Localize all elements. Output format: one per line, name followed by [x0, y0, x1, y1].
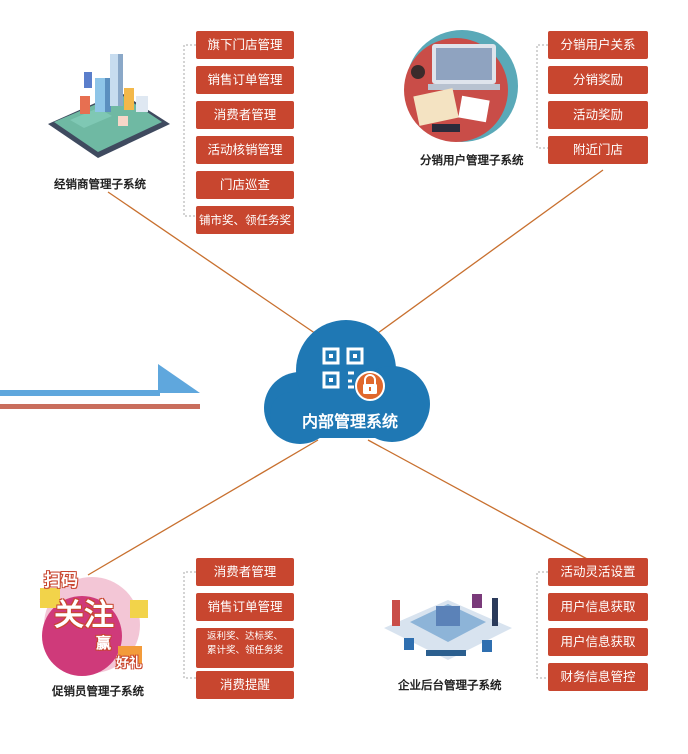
promoter-subsystem-title: 促销员管理子系统 — [52, 684, 144, 698]
promoter-reward-line-1: 返利奖、达标奖、 — [206, 631, 283, 642]
promoter-promo-illustration — [40, 577, 148, 676]
lock-icon — [355, 371, 385, 401]
dealer-item-inspection: 门店巡查 — [196, 171, 294, 199]
connector-backend — [367, 439, 601, 567]
bracket-backend — [536, 571, 548, 679]
backend-item-user-info-2: 用户信息获取 — [548, 628, 648, 656]
connector-distribution — [377, 169, 604, 334]
bracket-promoter — [183, 571, 196, 679]
input-arrow — [0, 364, 200, 409]
promoter-reward-line-2: 累计奖、领任务奖 — [206, 645, 283, 656]
backend-subsystem-title: 企业后台管理子系统 — [398, 678, 502, 692]
distribution-item-activity: 活动奖励 — [548, 101, 648, 129]
connector-promoter — [87, 439, 319, 576]
promo-text-win: 赢 — [96, 634, 112, 652]
promoter-item-order: 销售订单管理 — [196, 593, 294, 621]
dealer-item-store: 旗下门店管理 — [196, 31, 294, 59]
distribution-item-reward: 分销奖励 — [548, 66, 648, 94]
bracket-distribution — [536, 44, 548, 149]
promo-text-follow: 关注 — [54, 598, 114, 633]
dealer-item-order: 销售订单管理 — [196, 66, 294, 94]
promo-text-gift: 好礼 — [116, 656, 143, 671]
distribution-item-nearby: 附近门店 — [548, 136, 648, 164]
center-title: 内部管理系统 — [301, 412, 398, 431]
bracket-dealer — [183, 44, 196, 217]
dealer-item-reward: 铺市奖、领任务奖 — [196, 206, 294, 234]
dealer-item-activity: 活动核销管理 — [196, 136, 294, 164]
dealer-subsystem-title: 经销商管理子系统 — [54, 177, 146, 191]
promoter-item-rewards: 返利奖、达标奖、 累计奖、领任务奖 — [196, 628, 294, 668]
promoter-item-reminder: 消费提醒 — [196, 671, 294, 699]
backend-building-illustration — [384, 594, 512, 660]
distribution-laptop-illustration — [404, 30, 518, 142]
dealer-city-illustration — [48, 54, 170, 158]
distribution-subsystem-title: 分销用户管理子系统 — [420, 153, 524, 167]
dealer-item-consumer: 消费者管理 — [196, 101, 294, 129]
backend-item-activity-setup: 活动灵活设置 — [548, 558, 648, 586]
qr-code-icon — [322, 347, 364, 389]
connector-dealer — [107, 191, 323, 339]
promoter-item-consumer: 消费者管理 — [196, 558, 294, 586]
distribution-item-relation: 分销用户关系 — [548, 31, 648, 59]
backend-item-user-info-1: 用户信息获取 — [548, 593, 648, 621]
promo-text-scan: 扫码 — [44, 571, 78, 591]
backend-item-finance: 财务信息管控 — [548, 663, 648, 691]
